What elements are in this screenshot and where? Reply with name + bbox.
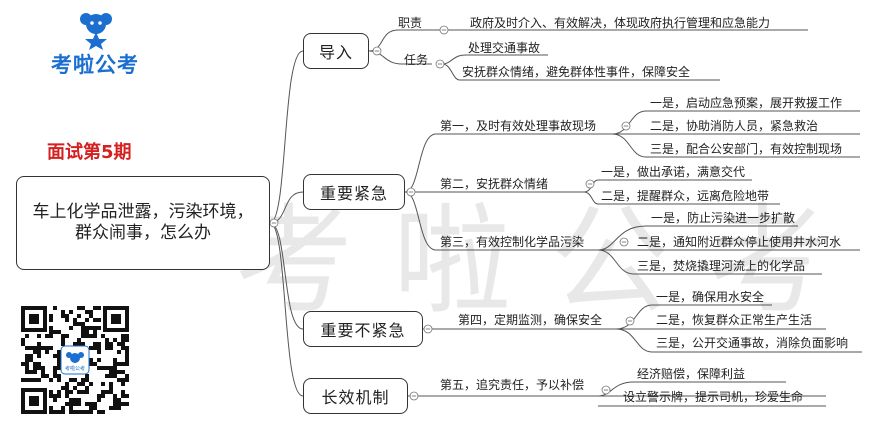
- leaf-second-2: 二是，提醒群众，远离危险地带: [601, 189, 770, 203]
- leaf-first-1: 一是，启动应急预案，展开救援工作: [650, 96, 843, 110]
- sub-first: 第一，及时有效处理事故现场: [440, 119, 597, 133]
- leaf-first-2: 二是，协助消防人员，紧急救治: [650, 119, 819, 133]
- connector: [615, 304, 772, 330]
- branch-important-urgent: 重要紧急: [303, 174, 405, 210]
- root-node: 车上化学品泄露，污染环境，群众闹事，怎么办: [16, 176, 270, 270]
- issue-label: 面试第5期: [47, 142, 132, 163]
- watermark-text: 考啦公考: [235, 192, 868, 330]
- sub-third: 第三，有效控制化学品污染: [440, 235, 585, 249]
- branch-long-term: 长效机制: [303, 378, 408, 414]
- sub-second: 第二，安抚群众情绪: [440, 177, 549, 191]
- connector: [269, 222, 304, 330]
- branch-intro: 导入: [303, 33, 369, 69]
- branch-important-not-urgent: 重要不紧急: [303, 311, 423, 347]
- sub-fourth: 第四，定期监测，确保安全: [458, 313, 603, 327]
- connector: [597, 225, 798, 251]
- connector: [597, 381, 786, 397]
- leaf-fifth-1: 经济赔偿，保障利益: [637, 367, 746, 381]
- leaf-first-3: 三是，配合公安部门，有效控制现场: [650, 142, 843, 156]
- connector: [269, 50, 304, 224]
- connector: [441, 63, 720, 81]
- branch-important-urgent-label: 重要紧急: [319, 184, 388, 203]
- leaf-task-2: 安抚群众情绪，避免群体性事件，保障安全: [462, 65, 691, 79]
- brand-name: 考啦公考: [51, 53, 139, 77]
- leaf-third-3: 三是，焚烧撬理河流上的化学品: [637, 259, 806, 273]
- koala-logo-icon: [80, 13, 112, 50]
- connector: [583, 191, 780, 205]
- leaf-fifth-2: 设立警示牌，提示司机，珍爱生命: [623, 390, 804, 404]
- connector: [611, 110, 860, 135]
- root-text: 车上化学品泄露，污染环境，群众闹事，怎么办: [32, 202, 254, 243]
- connector: [597, 249, 822, 275]
- connector: [368, 50, 403, 65]
- branch-important-not-urgent-label: 重要不紧急: [320, 321, 406, 340]
- connector: [269, 222, 304, 397]
- qr-code-icon: 考啦公考: [21, 306, 129, 414]
- leaf-duty-1: 政府及时介入、有效解决，体现政府执行管理和应急能力: [470, 16, 771, 30]
- sub-task: 任务: [404, 53, 429, 67]
- leaf-fourth-1: 一是，确保用水安全: [656, 290, 765, 304]
- branch-long-term-label: 长效机制: [321, 388, 390, 407]
- connector: [368, 29, 399, 52]
- sub-duty: 职责: [398, 16, 423, 30]
- leaf-fourth-3: 三是，公开交通事故，消除负面影响: [656, 336, 849, 350]
- leaf-second-1: 一是，做出承诺，满意交代: [601, 165, 746, 179]
- connector: [441, 54, 548, 65]
- leaf-task-1: 处理交通事故: [468, 41, 541, 55]
- connector: [611, 133, 860, 158]
- connector: [615, 328, 862, 353]
- leaf-third-1: 一是，防止污染进一步扩散: [651, 211, 796, 225]
- leaf-third-2: 二是，通知附近群众停止使用井水河水: [637, 235, 842, 249]
- qr-caption: 考啦公考: [65, 365, 85, 372]
- leaf-fourth-2: 二是，恢复群众正常生产生活: [656, 313, 813, 327]
- branch-intro-label: 导入: [318, 43, 353, 62]
- sub-fifth: 第五，追究责任，予以补偿: [440, 378, 585, 392]
